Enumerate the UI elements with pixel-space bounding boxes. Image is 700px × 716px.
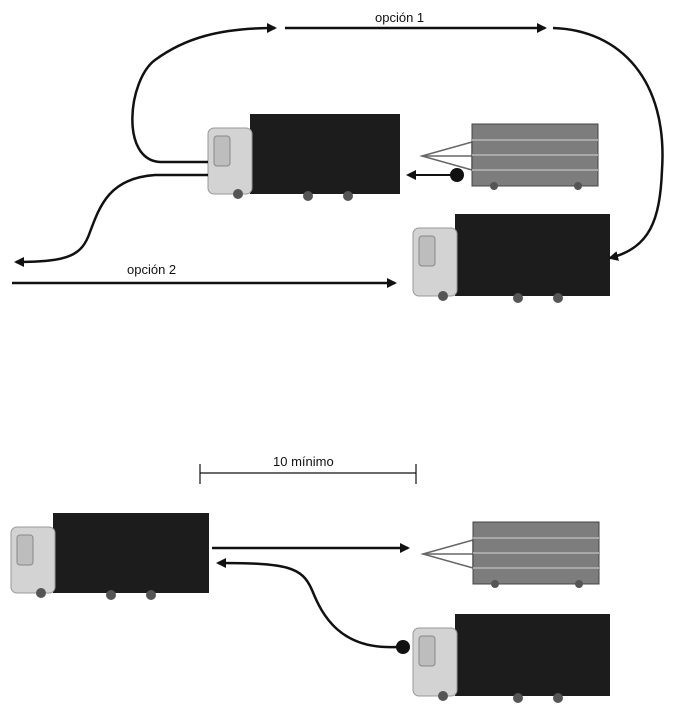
hitch-point bbox=[450, 168, 464, 182]
wheel bbox=[303, 191, 313, 201]
trailer-top bbox=[419, 123, 599, 190]
truck-bottom-left bbox=[10, 513, 209, 600]
wheel bbox=[438, 291, 448, 301]
truck-bottom-right bbox=[412, 614, 610, 703]
trailer-wheel bbox=[490, 182, 498, 190]
distance-label: 10 mínimo bbox=[273, 454, 334, 469]
wheel bbox=[553, 293, 563, 303]
truck-top-right bbox=[412, 214, 610, 303]
wheel bbox=[146, 590, 156, 600]
wheel bbox=[106, 590, 116, 600]
trailer-bottom bbox=[420, 521, 600, 588]
truck-box bbox=[455, 614, 610, 696]
wheel bbox=[553, 693, 563, 703]
option1-path-right bbox=[552, 26, 664, 261]
truck-box bbox=[455, 214, 610, 296]
start-point bbox=[396, 640, 410, 654]
truck-box bbox=[250, 114, 400, 194]
option1-label: opción 1 bbox=[375, 10, 424, 25]
wheel bbox=[513, 293, 523, 303]
trailer-wheel bbox=[574, 182, 582, 190]
cab-window bbox=[16, 534, 34, 566]
trailer-wheel bbox=[575, 580, 583, 588]
cab-window bbox=[418, 235, 436, 267]
wheel bbox=[233, 189, 243, 199]
cab-window bbox=[213, 135, 231, 167]
wheel bbox=[343, 191, 353, 201]
wheel bbox=[438, 691, 448, 701]
option2-label: opción 2 bbox=[127, 262, 176, 277]
truck-top-left bbox=[207, 114, 400, 201]
option1-path-left bbox=[131, 23, 277, 164]
cab-window bbox=[418, 635, 436, 667]
truck-box bbox=[53, 513, 209, 593]
wheel bbox=[513, 693, 523, 703]
return-path bbox=[216, 558, 398, 649]
option2-exit-path bbox=[14, 173, 208, 267]
wheel bbox=[36, 588, 46, 598]
trailer-wheel bbox=[491, 580, 499, 588]
